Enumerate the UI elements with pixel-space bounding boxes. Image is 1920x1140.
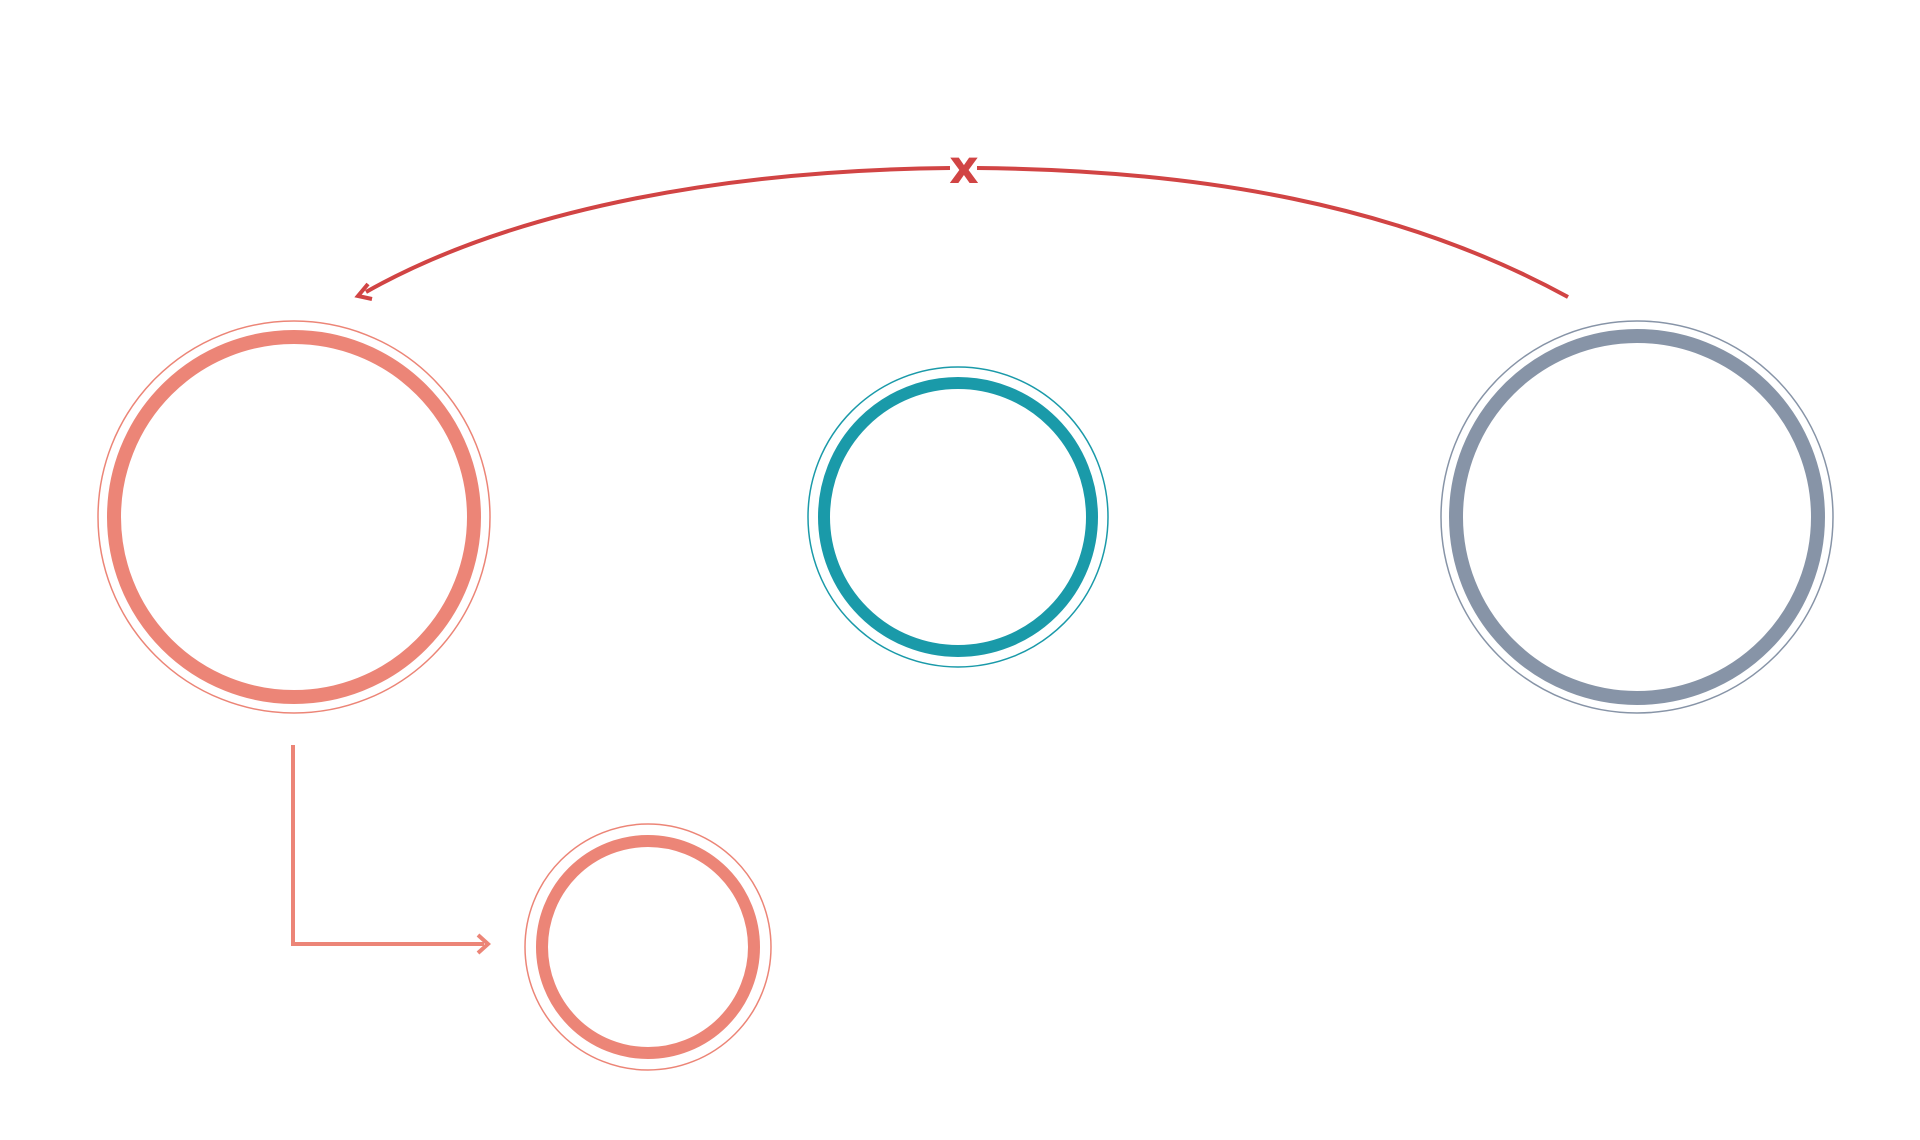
node-center-inner-ring <box>818 377 1098 657</box>
node-center-outer-ring <box>807 366 1109 668</box>
node-right <box>1440 320 1834 714</box>
blocked-arc-connector: x <box>354 140 1569 301</box>
blocked-arc-line <box>976 166 1569 299</box>
node-left-inner-ring <box>107 330 481 704</box>
node-bottom <box>524 823 772 1071</box>
node-left-outer-ring <box>97 320 491 714</box>
arrowhead-right-icon <box>476 933 491 955</box>
node-bottom-outer-ring <box>524 823 772 1071</box>
arrowhead-left-icon <box>354 282 373 301</box>
node-left <box>97 320 491 714</box>
blocked-arc-line-left <box>365 166 951 294</box>
node-right-outer-ring <box>1440 320 1834 714</box>
elbow-arrow-connector <box>291 745 491 955</box>
elbow-arrow-line <box>291 745 484 946</box>
x-icon: x <box>949 140 979 194</box>
node-bottom-inner-ring <box>536 835 760 1059</box>
node-right-inner-ring <box>1449 329 1825 705</box>
node-center <box>807 366 1109 668</box>
